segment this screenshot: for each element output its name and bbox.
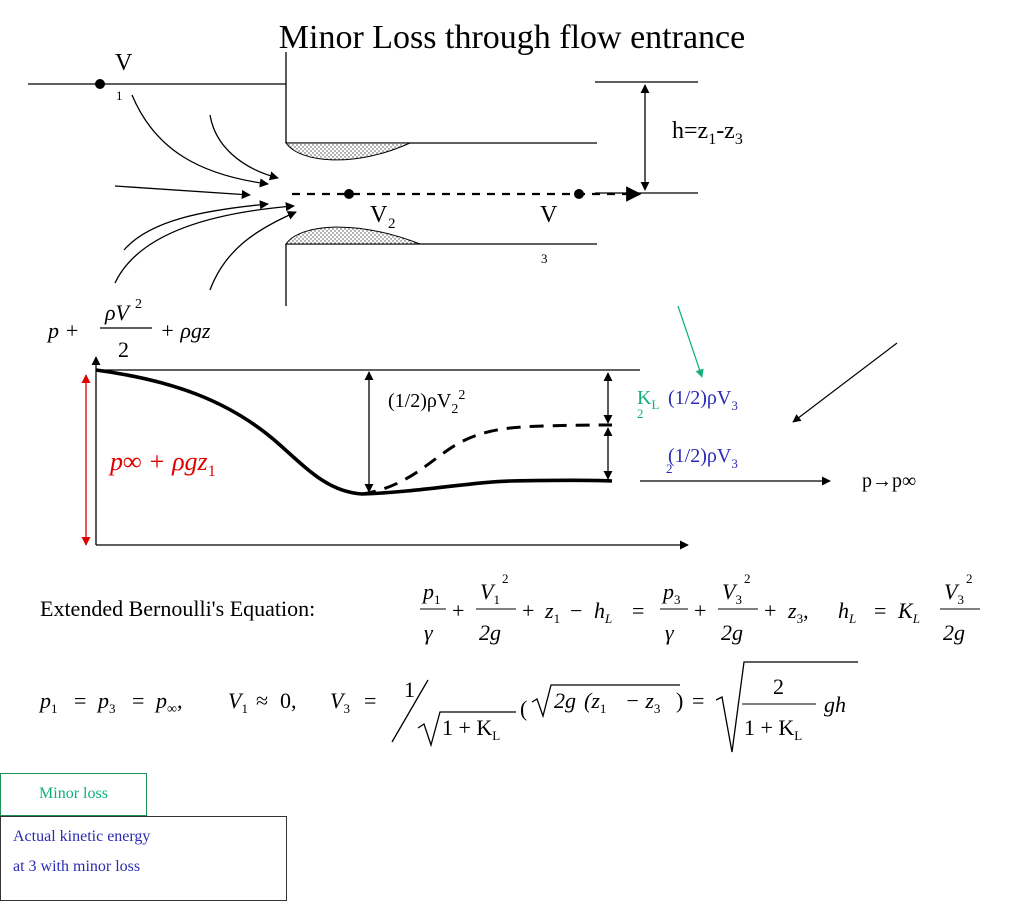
ext-2g-2: 2g xyxy=(721,620,743,645)
res-eq-1: = xyxy=(74,688,86,713)
actual-ke-callout: Actual kinetic energy at 3 with minor lo… xyxy=(0,816,287,901)
ext-hL-2: hL xyxy=(838,598,856,626)
minor-loss-callout-arrow xyxy=(677,305,704,378)
res-slash xyxy=(391,679,429,743)
res-eq-4: = xyxy=(692,688,704,713)
ext-plus-1: + xyxy=(452,598,464,623)
ext-equals-1: = xyxy=(632,598,644,623)
kl-label-rest: (1/2)ρV3 xyxy=(668,387,738,413)
res-zero: 0, xyxy=(280,688,297,713)
extended-bernoulli-equation: Extended Bernoulli's Equation: p1 γ + V1… xyxy=(40,571,980,645)
separation-zone-top xyxy=(285,142,411,161)
v2-subscript: 2 xyxy=(388,216,396,232)
streamline-4 xyxy=(123,200,269,251)
pressure-label: p∞ + ρgz1 xyxy=(108,447,216,480)
ext-p1: p1 xyxy=(421,579,441,607)
page-title: Minor Loss through flow entrance xyxy=(279,19,745,56)
ext-KL: KL xyxy=(897,598,920,626)
ext-V1: V1 xyxy=(480,579,500,607)
p-to-pinf-label: p→p∞ xyxy=(862,470,916,492)
kl-label-two: 2 xyxy=(637,406,644,421)
ext-eq-label: Extended Bernoulli's Equation: xyxy=(40,596,315,621)
energy-axis-den: 2 xyxy=(118,337,129,362)
res-1plusKL: 1 + KL xyxy=(442,715,500,743)
res-close-paren: ) xyxy=(676,688,683,713)
ext-V3-sq: 2 xyxy=(744,571,751,586)
ext-z3: z3, xyxy=(787,598,809,626)
v2-label: V xyxy=(370,202,388,228)
slide: Minor Loss through flow entrance V 1 V 2… xyxy=(0,19,980,901)
res-approx: ≈ xyxy=(256,688,268,713)
v1-subscript: 1 xyxy=(116,88,123,103)
streamline-2 xyxy=(209,114,279,181)
outlet-dynamic-label: (1/2)ρV3 xyxy=(668,445,738,471)
v3-label: V xyxy=(540,202,558,228)
streamline-1 xyxy=(131,94,269,188)
res-eq-2: = xyxy=(132,688,144,713)
streamline-3 xyxy=(114,185,251,199)
energy-axis-rgz: + ρgz xyxy=(160,318,211,343)
energy-axis-p: p + xyxy=(46,318,79,343)
ext-hL: hL xyxy=(594,598,612,626)
ext-V3: V3 xyxy=(722,579,742,607)
point-1-marker xyxy=(95,79,105,89)
pipe-geometry xyxy=(28,52,698,306)
ext-gamma-1: γ xyxy=(424,620,434,645)
res-one: 1 xyxy=(404,677,415,702)
actual-ke-line2: at 3 with minor loss xyxy=(13,858,141,875)
ext-plus-2: + xyxy=(522,598,534,623)
res-open-paren: ( xyxy=(520,696,527,721)
res-V3: V3 xyxy=(330,688,350,716)
v1-label: V xyxy=(115,50,133,76)
res-sqrt-1 xyxy=(417,711,516,748)
kinetic-energy-callout-arrow xyxy=(792,342,898,423)
ext-minus: − xyxy=(570,598,582,623)
result-equation: p1 = p3 = p∞, V1 ≈ 0, V3 = 1 1 + KL ( 2g… xyxy=(38,661,858,753)
actual-ke-line1: Actual kinetic energy xyxy=(13,828,151,845)
point-3-marker xyxy=(574,189,584,199)
outlet-dynamic-two: 2 xyxy=(666,461,673,476)
point-2-marker xyxy=(344,189,354,199)
throat-dynamic-label: (1/2)ρV22 xyxy=(388,388,465,417)
res-z1: (z1 xyxy=(584,688,606,716)
ext-V3-2: V3 xyxy=(944,579,964,607)
v3-subscript: 3 xyxy=(541,251,548,266)
res-sqrt-3 xyxy=(715,661,858,753)
energy-axis-sq: 2 xyxy=(135,297,142,312)
res-eq-3: = xyxy=(364,688,376,713)
height-label: h=z1-z3 xyxy=(672,118,743,148)
res-gh: gh xyxy=(824,692,846,717)
ext-2g-1: 2g xyxy=(479,620,501,645)
streamlines xyxy=(114,94,642,291)
ext-gamma-2: γ xyxy=(665,620,675,645)
streamline-6 xyxy=(209,211,297,291)
ext-equals-2: = xyxy=(874,598,886,623)
res-p1: p1 xyxy=(38,688,58,716)
minor-loss-callout: Minor loss xyxy=(0,773,147,816)
diagram-canvas: Minor Loss through flow entrance V 1 V 2… xyxy=(28,19,980,753)
kl-label-k: KL xyxy=(637,387,659,412)
ext-plus-4: + xyxy=(764,598,776,623)
ext-V3-sq-2: 2 xyxy=(966,571,973,586)
res-p3: p3 xyxy=(96,688,116,716)
ext-z1: z1 xyxy=(544,598,560,626)
minor-loss-text: Minor loss xyxy=(39,785,108,802)
pressure-curve-ideal xyxy=(361,423,613,496)
pressure-curve-actual xyxy=(95,368,613,496)
res-two: 2 xyxy=(773,674,784,699)
ext-2g-3: 2g xyxy=(943,620,965,645)
separation-zone-bottom xyxy=(285,226,421,245)
res-pinf: p∞, xyxy=(154,688,182,717)
streamline-5 xyxy=(114,202,295,284)
ext-plus-3: + xyxy=(694,598,706,623)
res-1plusKL-2: 1 + KL xyxy=(744,715,802,743)
res-V1: V1 xyxy=(228,688,248,716)
res-sqrt-2 xyxy=(531,684,680,719)
energy-axis-num: ρV xyxy=(104,300,132,325)
ext-V1-sq: 2 xyxy=(502,571,509,586)
ext-p3: p3 xyxy=(661,579,681,607)
res-2g: 2g xyxy=(554,688,576,713)
res-z3: − z3 xyxy=(625,688,660,716)
